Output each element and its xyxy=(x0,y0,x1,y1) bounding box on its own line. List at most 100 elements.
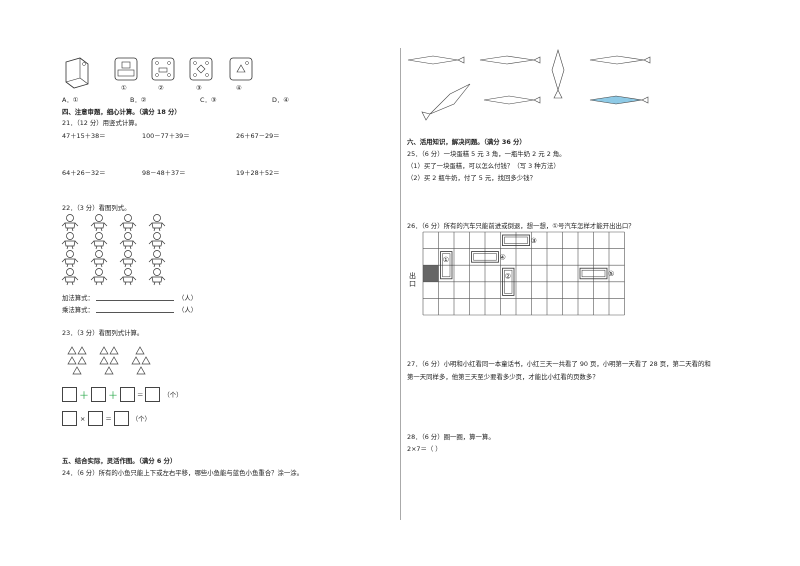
child-figure xyxy=(61,268,79,286)
q23-answer-box[interactable] xyxy=(62,411,77,426)
q21-expr-3: 26＋67－29＝ xyxy=(236,132,280,140)
child-figure xyxy=(90,232,108,250)
fish-figure[interactable] xyxy=(407,55,459,65)
q22-title: 22．（3 分）看图列式。 xyxy=(62,204,131,212)
child-figure xyxy=(119,232,137,250)
q21-expr-6: 19＋28＋52＝ xyxy=(236,169,280,177)
q26-title: 26．（6 分）所有的汽车只能前进或倒退，想一想，①号汽车怎样才能开出出口？ xyxy=(407,222,635,230)
car[interactable] xyxy=(471,251,499,263)
q21-expr-4: 64＋26－32＝ xyxy=(62,169,106,177)
car[interactable] xyxy=(502,267,515,296)
q20-cube-label-3: ③ xyxy=(196,84,202,92)
q27-line-1: 27．（6 分）小明和小红看同一本童话书，小红三天一共看了 90 页，小明第一天… xyxy=(407,360,711,368)
q23-times-sign: × xyxy=(80,414,86,423)
q23-answer-box[interactable] xyxy=(62,387,77,402)
child-figure xyxy=(90,214,108,232)
fish-tail xyxy=(641,96,649,104)
q20-option-d[interactable]: D．④ xyxy=(272,96,290,104)
q23-plus-sign: ＋ xyxy=(79,391,89,402)
child-figure xyxy=(90,250,108,268)
q22-mul-unit: （人） xyxy=(178,306,198,314)
q20-cube-label-2: ② xyxy=(158,84,164,92)
q20-option-a[interactable]: A．① xyxy=(62,96,79,104)
child-figure xyxy=(119,214,137,232)
child-figure xyxy=(148,214,166,232)
q23-plus-sign: ＋ xyxy=(108,391,118,402)
car-label: ③ xyxy=(531,237,537,245)
car-window xyxy=(473,253,497,261)
q23-answer-box[interactable] xyxy=(91,387,106,402)
fish-figure[interactable] xyxy=(479,55,535,65)
car-label: ⑤ xyxy=(608,270,614,278)
child-figure xyxy=(119,268,137,286)
child-figure xyxy=(119,250,137,268)
fish-figure[interactable] xyxy=(429,83,471,115)
child-figure xyxy=(148,268,166,286)
q21-expr-2: 100－77＋39＝ xyxy=(142,132,190,140)
q21-expr-5: 98－48＋37＝ xyxy=(142,169,186,177)
q22-add-blank[interactable] xyxy=(96,294,174,301)
q20-cube-label-1: ① xyxy=(121,84,127,92)
q23-equals-sign: ＝ xyxy=(137,391,144,399)
q26-exit-label: 出口 xyxy=(409,272,416,288)
q26-parking-grid: ③ ④ ① ② ⑤ xyxy=(422,231,625,316)
column-divider xyxy=(400,48,401,520)
q23-answer-box[interactable] xyxy=(145,387,161,402)
q20-cube-2 xyxy=(151,57,175,81)
q23-equals-sign: ＝ xyxy=(105,415,112,423)
q23-unit: （个） xyxy=(131,415,151,423)
child-figure xyxy=(61,214,79,232)
q25-sub-2: （2）买 2 瓶牛奶，付了 5 元，找回多少钱？ xyxy=(407,174,536,182)
car-window xyxy=(442,253,451,278)
q20-cube-1 xyxy=(114,57,138,81)
fish-figure[interactable] xyxy=(483,95,535,105)
child-figure xyxy=(148,250,166,268)
q25-sub-1: （1）买了一块蛋糕，可以怎么付钱？（写 3 种方法） xyxy=(407,162,560,170)
car[interactable] xyxy=(440,251,453,280)
car-window xyxy=(504,236,528,244)
q20-figure-unfolded-box xyxy=(65,57,89,89)
q24-fish-figures xyxy=(407,48,651,121)
q25-title: 25．（6 分）一块蛋糕 5 元 3 角，一瓶牛奶 2 元 2 角。 xyxy=(407,150,566,158)
section-5-title: 五、结合实际，灵活作图。（满分 6 分） xyxy=(62,457,177,465)
q23-answer-box[interactable] xyxy=(88,411,104,426)
car-window xyxy=(581,269,606,278)
q23-answer-box[interactable] xyxy=(113,411,129,426)
fish-figure[interactable] xyxy=(589,55,645,65)
child-figure xyxy=(148,232,166,250)
q20-cube-label-4: ④ xyxy=(236,84,242,92)
q22-add-label: 加法算式： xyxy=(62,294,94,302)
car-window xyxy=(504,269,513,294)
q22-mul-label: 乘法算式： xyxy=(62,306,94,314)
exit-cell xyxy=(423,265,439,282)
fish-figure[interactable] xyxy=(551,48,565,92)
car-label: ④ xyxy=(500,253,506,261)
car[interactable] xyxy=(579,267,608,280)
q28-title: 28．（6 分）圈一圈，算一算。 xyxy=(407,433,495,441)
q20-cube-4 xyxy=(229,57,253,81)
q23-triangles xyxy=(67,346,151,375)
child-figure xyxy=(90,268,108,286)
q23-answer-box[interactable] xyxy=(120,387,135,402)
q28-expression: 2×7＝（ ） xyxy=(407,445,442,453)
q21-expr-1: 47＋15＋38＝ xyxy=(62,132,106,140)
q24-title: 24．（6 分）所有的小鱼只能上下或左右平移，哪些小鱼能与蓝色小鱼重合？涂一涂。 xyxy=(62,469,304,477)
section-4-title: 四、注意审题，细心计算。（满分 18 分） xyxy=(62,108,181,116)
car-label: ② xyxy=(505,273,511,281)
fish-tail xyxy=(421,111,431,121)
section-6-title: 六、活用知识，解决问题。（满分 36 分） xyxy=(407,138,526,146)
q23-unit: （个） xyxy=(163,391,183,399)
car-label: ① xyxy=(443,256,449,264)
car[interactable] xyxy=(502,234,530,247)
q23-title: 23．（3 分）看图列式计算。 xyxy=(62,329,144,337)
q22-children-picture xyxy=(61,214,166,286)
fish-tail xyxy=(533,56,541,64)
q22-mul-blank[interactable] xyxy=(96,306,174,313)
q20-option-b[interactable]: B．② xyxy=(130,96,147,104)
fish-figure[interactable] xyxy=(589,95,643,105)
child-figure xyxy=(61,250,79,268)
q20-option-c[interactable]: C．③ xyxy=(200,96,217,104)
fish-tail xyxy=(643,56,651,64)
q23-mul-row: × ＝ （个） xyxy=(62,411,151,426)
q23-add-row: ＋ ＋ ＝ （个） xyxy=(62,387,183,402)
